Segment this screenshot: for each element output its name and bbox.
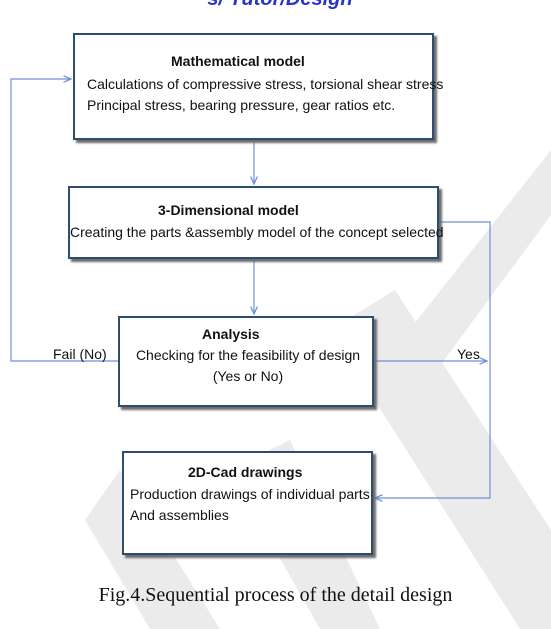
node-line: (Yes or No) — [212, 368, 284, 384]
node-body: Checking for the feasibility of design (… — [130, 345, 366, 387]
node-mathematical-model: Mathematical model Calculations of compr… — [73, 33, 443, 140]
header-fragment: s/ Tutor/Design — [20, 0, 540, 11]
node-3d-model: 3-Dimensional model Creating the parts &… — [68, 186, 444, 259]
arrow-fail-loop — [10, 79, 118, 362]
node-body: Production drawings of individual parts … — [130, 484, 370, 526]
node-title: Analysis — [202, 326, 260, 342]
node-analysis: Analysis Checking for the feasibility of… — [118, 316, 374, 407]
node-body: Calculations of compressive stress, tors… — [87, 74, 443, 116]
edge-label-yes: Yes — [457, 346, 480, 362]
node-line: Production drawings of individual parts — [130, 486, 370, 502]
node-line: Checking for the feasibility of design — [135, 347, 361, 363]
node-line: Calculations of compressive stress, tors… — [87, 76, 444, 92]
node-line: Creating the parts &assembly model of th… — [70, 224, 444, 240]
node-line: And assemblies — [130, 507, 229, 523]
node-title: 2D-Cad drawings — [188, 464, 303, 480]
node-title: Mathematical model — [171, 53, 305, 69]
arrow-3d-to-2d — [375, 221, 491, 498]
node-title: 3-Dimensional model — [158, 202, 299, 218]
edge-label-fail: Fail (No) — [53, 346, 107, 362]
node-2d-cad-drawings: 2D-Cad drawings Production drawings of i… — [122, 451, 373, 555]
figure-caption: Fig.4.Sequential process of the detail d… — [98, 584, 453, 606]
node-body: Creating the parts &assembly model of th… — [70, 222, 444, 243]
node-line: Principal stress, bearing pressure, gear… — [87, 97, 396, 113]
